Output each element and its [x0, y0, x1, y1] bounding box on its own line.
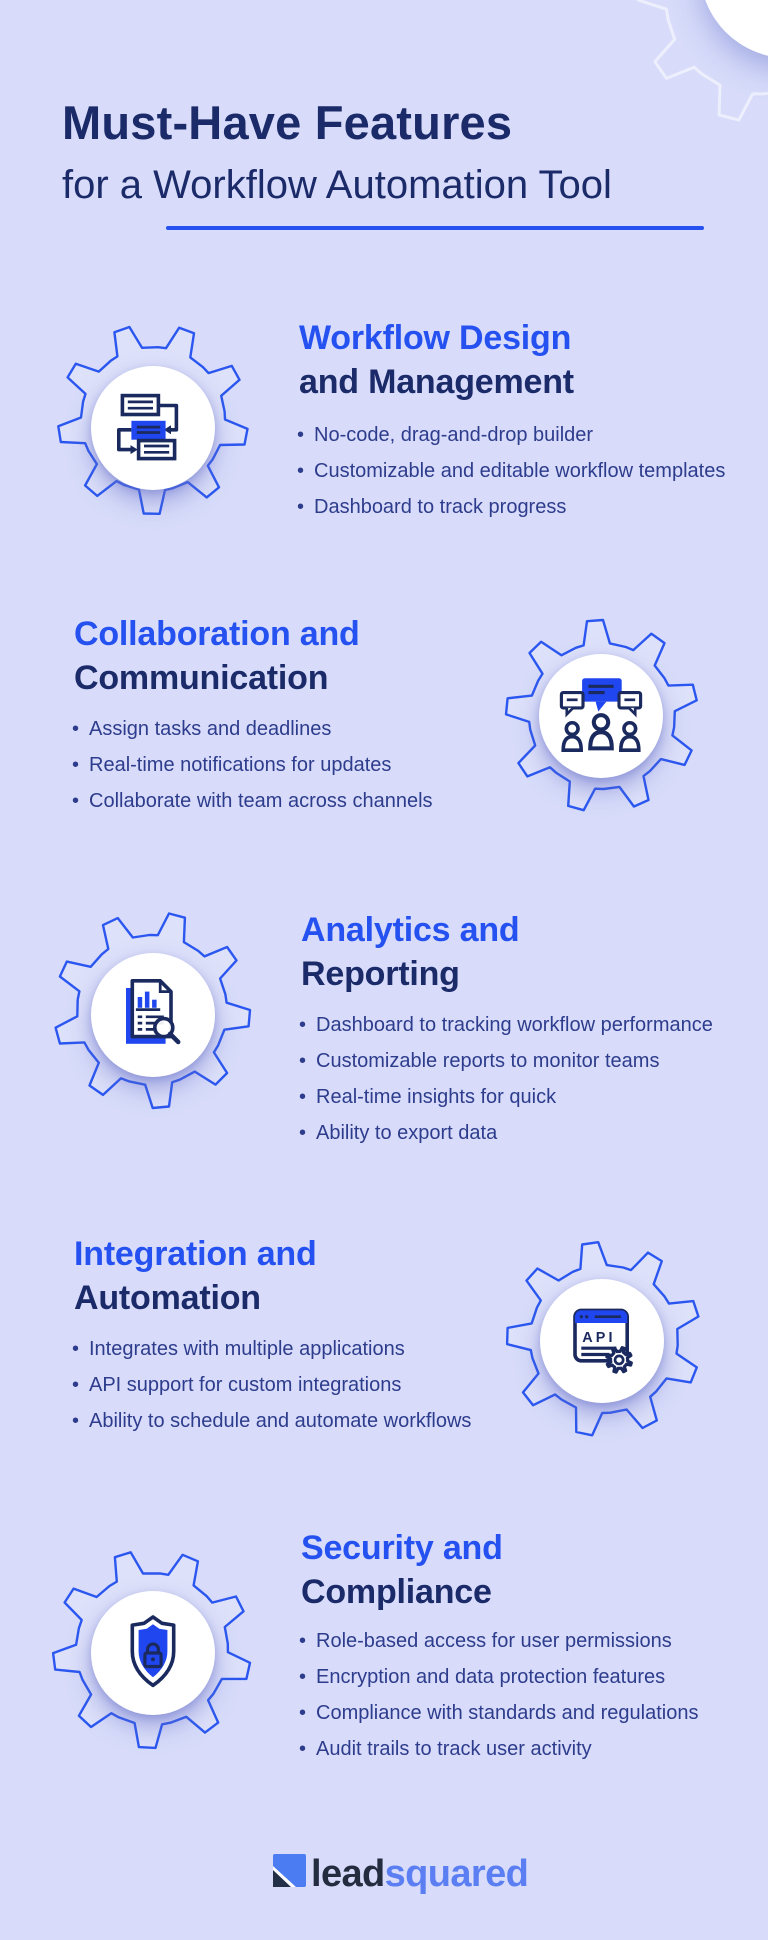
icon-circle [91, 1591, 215, 1715]
bullet-item: Assign tasks and deadlines [72, 718, 433, 741]
api-label: API [582, 1330, 615, 1346]
icon-circle: API [540, 1279, 664, 1403]
bullet-item: Customizable reports to monitor teams [299, 1050, 713, 1073]
bullet-item: Ability to schedule and automate workflo… [72, 1410, 471, 1433]
section-title-workflow-design: Workflow Design and Management [299, 316, 574, 404]
section-title-integration: Integration and Automation [74, 1232, 317, 1320]
section-title-line2: Automation [74, 1279, 261, 1317]
section-title-line2: Compliance [301, 1573, 492, 1611]
bullet-item: Ability to export data [299, 1122, 713, 1145]
subtitle-underline [166, 226, 704, 230]
api-window-icon: API [573, 1308, 633, 1374]
bullet-item: Integrates with multiple applications [72, 1338, 471, 1361]
section-title-line1: Integration and [74, 1235, 317, 1273]
bullet-item: Customizable and editable workflow templ… [297, 460, 725, 483]
icon-circle [91, 953, 215, 1077]
leadsquared-logo-mark-icon [273, 1854, 306, 1887]
section-title-collaboration: Collaboration and Communication [74, 612, 360, 700]
bullet-item: Real-time insights for quick [299, 1086, 713, 1109]
logo-text-lead: lead [311, 1853, 385, 1895]
section-title-line1: Security and [301, 1529, 503, 1567]
bullet-list-integration: Integrates with multiple applications AP… [72, 1338, 471, 1446]
section-title-line1: Analytics and [301, 911, 520, 949]
bullet-item: Role-based access for user permissions [299, 1630, 698, 1653]
section-title-security: Security and Compliance [301, 1526, 503, 1614]
bullet-list-analytics: Dashboard to tracking workflow performan… [299, 1014, 713, 1158]
leadsquared-logo-text: leadsquared [311, 1852, 529, 1896]
team-chat-icon [559, 678, 643, 752]
bullet-item: Real-time notifications for updates [72, 754, 433, 777]
bullet-item: Dashboard to track progress [297, 496, 725, 519]
bullet-item: Compliance with standards and regulation… [299, 1702, 698, 1725]
page-title: Must-Have Features [62, 96, 513, 149]
bullet-item: Audit trails to track user activity [299, 1738, 698, 1761]
leadsquared-logo: leadsquared [272, 1852, 529, 1896]
bullet-list-security: Role-based access for user permissions E… [299, 1630, 698, 1774]
section-title-line2: Communication [74, 659, 329, 697]
section-title-analytics: Analytics and Reporting [301, 908, 520, 996]
bullet-item: Collaborate with team across channels [72, 790, 433, 813]
shield-lock-icon [130, 1615, 176, 1688]
section-title-line2: and Management [299, 363, 574, 401]
logo-text-squared: squared [384, 1853, 529, 1895]
section-title-line1: Collaboration and [74, 615, 360, 653]
icon-circle [91, 366, 215, 490]
report-magnifier-icon [126, 979, 181, 1045]
bullet-list-collaboration: Assign tasks and deadlines Real-time not… [72, 718, 433, 826]
bullet-list-workflow-design: No-code, drag-and-drop builder Customiza… [297, 424, 725, 532]
section-title-line1: Workflow Design [299, 319, 572, 357]
bullet-item: API support for custom integrations [72, 1374, 471, 1397]
bullet-item: No-code, drag-and-drop builder [297, 424, 725, 447]
page-subtitle: for a Workflow Automation Tool [62, 163, 612, 207]
flowchart-icon [117, 393, 179, 461]
icon-circle [539, 654, 663, 778]
section-title-line2: Reporting [301, 955, 460, 993]
bullet-item: Dashboard to tracking workflow performan… [299, 1014, 713, 1037]
bullet-item: Encryption and data protection features [299, 1666, 698, 1689]
